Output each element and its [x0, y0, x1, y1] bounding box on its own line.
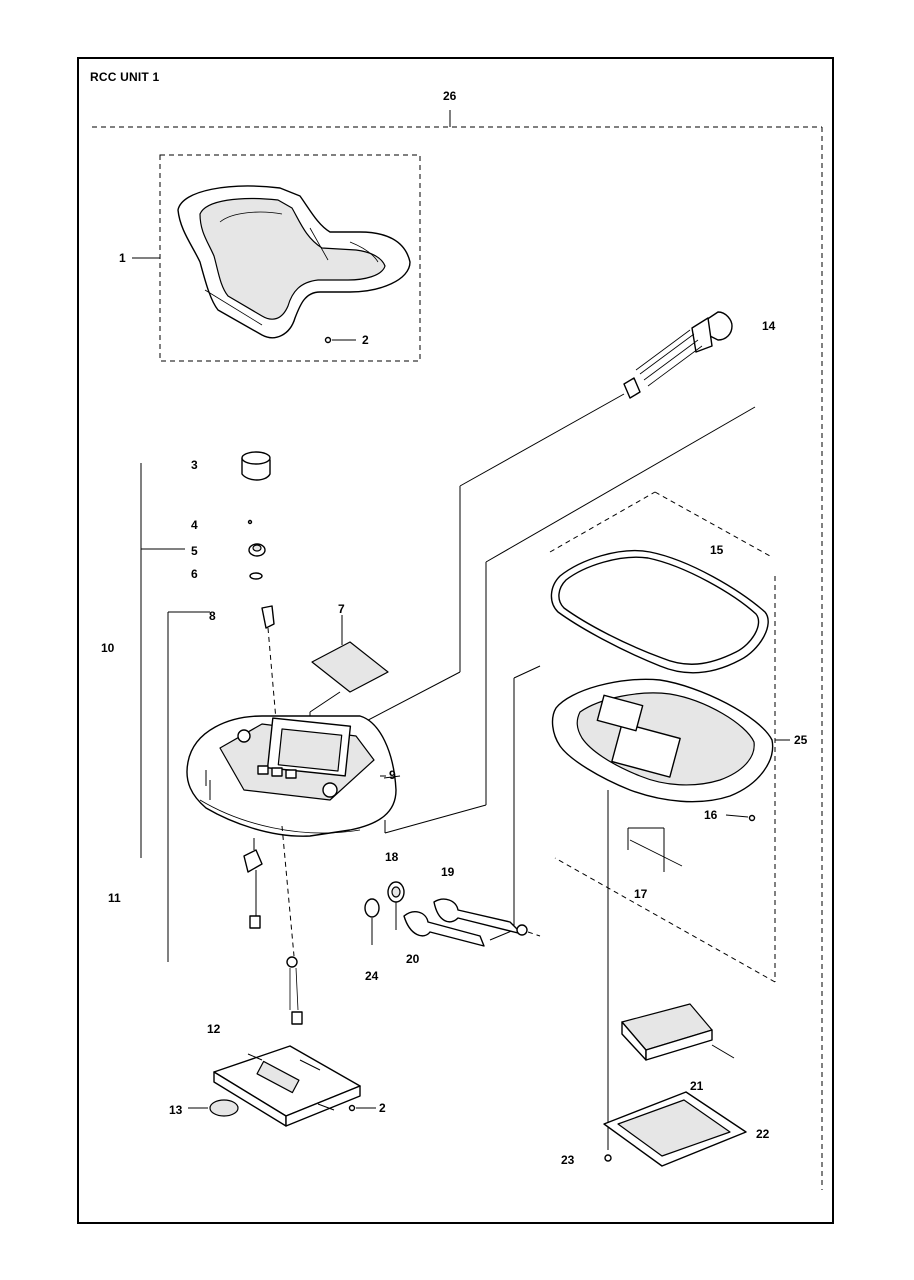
- label-1: 1: [119, 251, 126, 265]
- part-17: [627, 827, 683, 872]
- battery-part-13: [188, 1099, 239, 1117]
- frame-part-22: [603, 1091, 747, 1167]
- page-title: RCC UNIT 1: [90, 70, 160, 84]
- label-17: 17: [634, 887, 648, 901]
- cable-harness: [243, 825, 303, 1025]
- guide-line-18: [384, 406, 756, 834]
- label-25: 25: [794, 733, 808, 747]
- top-housing-part-9: [186, 715, 401, 837]
- label-6: 6: [191, 567, 198, 581]
- parts-19-20-24: [364, 881, 541, 947]
- part-1-group-box: [132, 154, 421, 362]
- label-3: 3: [191, 458, 198, 472]
- bottom-housing: [489, 665, 774, 1150]
- label-20: 20: [406, 952, 420, 966]
- label-14: 14: [762, 319, 776, 333]
- label-23: 23: [561, 1153, 575, 1167]
- label-16: 16: [704, 808, 718, 822]
- label-11: 11: [108, 891, 121, 905]
- label-9: 9: [389, 768, 396, 782]
- assembly-25-box: [549, 491, 790, 983]
- label-18: 18: [385, 850, 399, 864]
- screw-part-2-top: [324, 336, 356, 344]
- bracket-11: [167, 611, 210, 962]
- bracket-10: [140, 463, 185, 858]
- part-5-nut: [248, 543, 266, 557]
- label-21: 21: [690, 1079, 704, 1093]
- screw-part-16: [725, 814, 756, 822]
- label-22: 22: [756, 1127, 770, 1141]
- part-4-pin: [247, 519, 253, 525]
- label-5: 5: [191, 544, 198, 558]
- plate-part-12: [213, 1045, 376, 1127]
- label-2-bottom: 2: [379, 1101, 386, 1115]
- screw-part-23: [604, 1154, 612, 1162]
- label-26: 26: [443, 89, 457, 103]
- knob-part-3: [241, 451, 271, 481]
- part-6-ring: [249, 572, 263, 580]
- drawing-frame: [77, 57, 834, 1224]
- label-7: 7: [338, 602, 345, 616]
- top-cover-part-1: [177, 185, 411, 339]
- label-4: 4: [191, 518, 198, 532]
- label-10: 10: [101, 641, 115, 655]
- label-15: 15: [710, 543, 724, 557]
- cable-part-14: [329, 311, 733, 741]
- assembly-26-bracket: [92, 110, 823, 1190]
- label-13: 13: [169, 1103, 183, 1117]
- label-2-top: 2: [362, 333, 369, 347]
- plate-part-21: [621, 1003, 735, 1061]
- seal-part-15: [550, 549, 769, 674]
- label-19: 19: [441, 865, 455, 879]
- label-8: 8: [209, 609, 216, 623]
- label-24: 24: [365, 969, 379, 983]
- part-8-connector: [261, 605, 277, 721]
- label-12: 12: [207, 1022, 221, 1036]
